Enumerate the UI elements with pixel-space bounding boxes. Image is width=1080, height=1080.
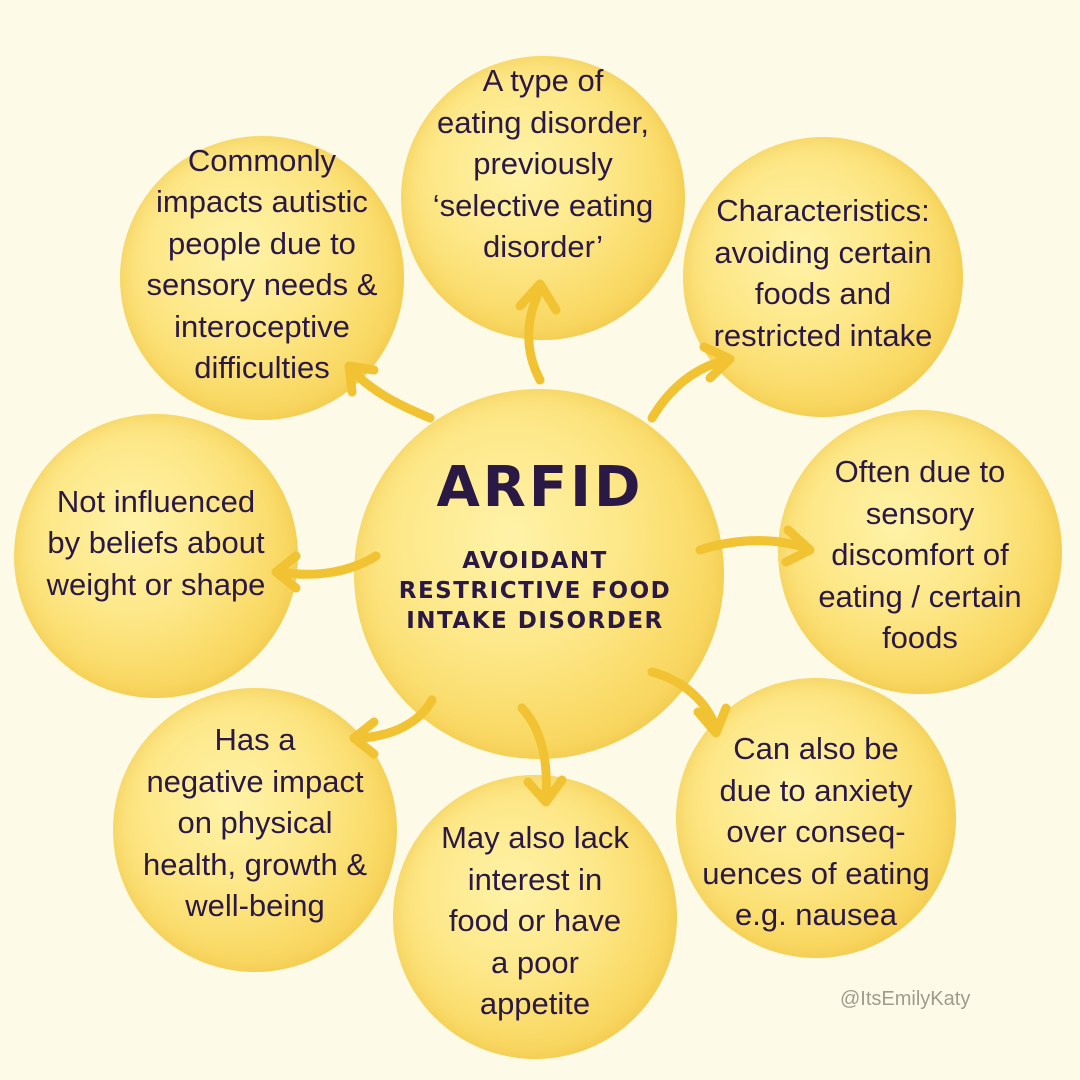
- node-text-autistic: Commonly impacts autistic people due to …: [146, 142, 378, 386]
- watermark: @ItsEmilyKaty: [840, 988, 971, 1010]
- arrow-head-characteristics: [699, 342, 735, 383]
- arrow-head-type: [515, 279, 561, 315]
- arrow-to-anxiety: [647, 667, 721, 733]
- node-circle-appetite: [393, 775, 677, 1059]
- arrow-to-beliefs: [275, 551, 381, 579]
- node-circle-sensory: [778, 410, 1062, 694]
- arrow-head-beliefs: [271, 551, 301, 593]
- node-text-sensory: Often due to sensory discomfort of eatin…: [818, 454, 1022, 656]
- node-text-beliefs: Not influenced by beliefs about weight o…: [46, 483, 266, 602]
- arrow-head-autistic: [344, 361, 379, 397]
- node-circle-beliefs: [14, 414, 298, 698]
- arrow-head-health: [349, 717, 379, 759]
- node-circle-health: [113, 688, 397, 972]
- center-circle: [354, 389, 724, 759]
- node-text-anxiety: Can also be due to anxiety over conseq- …: [702, 731, 930, 933]
- center-subtitle: AVOIDANT RESTRICTIVE FOOD INTAKE DISORDE…: [398, 548, 672, 634]
- node-text-health: Has a negative impact on physical health…: [142, 722, 368, 924]
- node-text-appetite: May also lack interest in food or have a…: [441, 820, 629, 1022]
- node-text-type: A type of eating disorder, previously ‘s…: [432, 63, 654, 265]
- arrow-head-sensory: [781, 525, 815, 567]
- arrow-to-characteristics: [647, 355, 731, 423]
- arrow-to-sensory: [695, 536, 811, 555]
- arrow-head-appetite: [523, 775, 567, 807]
- arrow-to-appetite: [517, 703, 551, 801]
- node-circle-characteristics: [683, 137, 963, 417]
- arrow-head-anxiety: [693, 703, 731, 738]
- arrow-to-type: [524, 285, 545, 385]
- node-text-characteristics: Characteristics: avoiding certain foods …: [713, 193, 933, 353]
- arrow-to-health: [355, 695, 437, 743]
- center-title: ARFID: [436, 455, 644, 520]
- arrow-to-autistic: [347, 365, 435, 423]
